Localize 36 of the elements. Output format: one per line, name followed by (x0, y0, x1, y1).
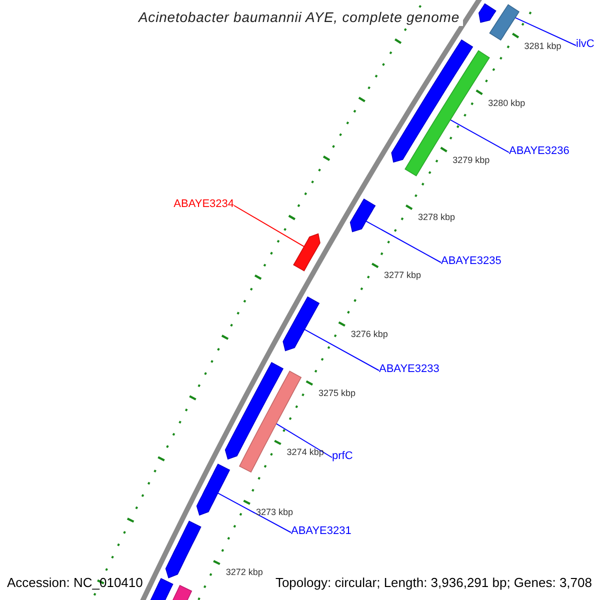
leader-line (366, 220, 442, 263)
gene-label: ABAYE3236 (509, 145, 570, 158)
gene-feature (478, 3, 496, 23)
scale-label: 3278 kbp (418, 212, 455, 222)
scale-label: 3273 kbp (256, 506, 293, 517)
leader-line (276, 423, 332, 458)
gene-feature (404, 50, 490, 176)
gene-feature (165, 520, 202, 578)
gene-label: ABAYE3233 (379, 363, 440, 376)
gene-label: prfC (332, 450, 353, 463)
genome-summary: Topology: circular; Length: 3,936,291 bp; Genes: 3,708 (275, 575, 592, 590)
leader-line (304, 328, 380, 371)
gene-feature (282, 296, 320, 352)
accession-text: Accession: NC_010410 (7, 575, 143, 590)
gene-label: ABAYE3231 (291, 525, 352, 538)
leader-line (450, 119, 510, 153)
scale-label: 3274 kbp (286, 447, 324, 458)
gene-feature (350, 198, 376, 232)
leader-line (217, 492, 292, 533)
gene-feature (489, 4, 520, 41)
gene-label: ilvC (576, 38, 594, 51)
scale-label: 3272 kbp (226, 567, 263, 578)
scale-label: 3276 kbp (350, 328, 388, 339)
scale-label: 3277 kbp (384, 270, 422, 280)
scale-label: 3279 kbp (452, 154, 490, 165)
gene-label: ABAYE3235 (441, 255, 502, 268)
leader-line (234, 205, 305, 248)
gene-feature (391, 39, 474, 163)
gene-label: ABAYE3234 (174, 198, 234, 211)
scale-label: 3275 kbp (318, 388, 356, 398)
leader-line (514, 17, 576, 46)
scale-label: 3280 kbp (488, 98, 526, 108)
gene-feature (293, 233, 320, 272)
gene-feature (224, 362, 284, 460)
scale-label: 3281 kbp (524, 40, 562, 51)
gene-feature (196, 464, 230, 516)
